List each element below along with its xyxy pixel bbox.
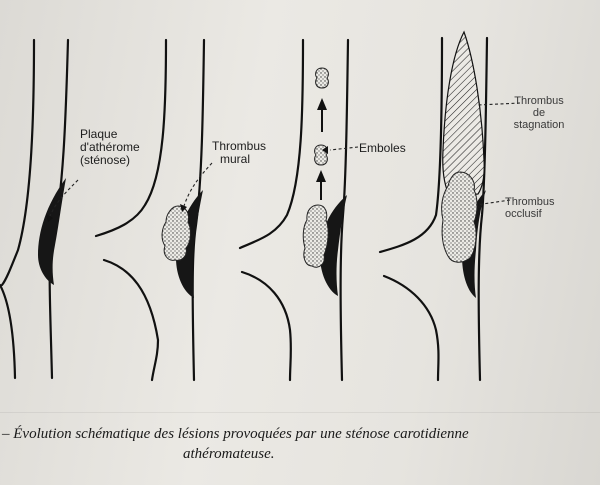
embolus-upper [315, 67, 329, 89]
label-thrombus-mural-line-1: Thrombus [212, 139, 267, 153]
label-plaque-line-1: Plaque [80, 127, 118, 141]
caption-line-1: – Évolution schématique des lésions prov… [2, 426, 469, 442]
label-emboles: Emboles [359, 141, 406, 155]
label-thrombus-stagnation: Thrombus de stagnation [500, 95, 578, 131]
panel-2-plaque [176, 190, 203, 298]
leader-lines [49, 102, 521, 217]
panel-4-stagnation-thrombus [442, 30, 485, 197]
diagram [0, 30, 521, 382]
panel-2-artery [94, 38, 206, 382]
label-thrombus-mural: Thrombus mural [212, 140, 266, 166]
label-stagnation-line-2: de [532, 107, 546, 119]
embolus-arrow-upper [317, 98, 327, 132]
panel-3-artery [238, 38, 350, 382]
panel-3-plaque [320, 195, 347, 296]
label-plaque: Plaque d'athérome (sténose) [80, 128, 140, 167]
leader-arrowheads [46, 146, 328, 222]
embolus-arrow-lower [316, 170, 326, 200]
label-occlusif-line-1: Thrombus [505, 196, 555, 208]
caption-line-2: athéromateuse. [183, 446, 275, 462]
label-stagnation-line-3: stagnation [513, 119, 565, 131]
panel-4-occlusive-thrombus [441, 171, 478, 263]
panel-2-thrombus [161, 205, 191, 261]
label-plaque-line-2: d'athérome [80, 140, 140, 154]
label-occlusif-line-2: occlusif [505, 208, 542, 220]
panel-4-artery [378, 36, 489, 382]
caption-divider [0, 412, 600, 413]
panel-3-thrombus [302, 204, 329, 268]
panel-1-plaque [38, 178, 66, 285]
label-stagnation-line-1: Thrombus [514, 95, 564, 107]
label-plaque-line-3: (sténose) [80, 153, 131, 167]
label-thrombus-occlusif: Thrombus occlusif [505, 196, 555, 220]
label-thrombus-mural-line-2: mural [220, 152, 251, 166]
